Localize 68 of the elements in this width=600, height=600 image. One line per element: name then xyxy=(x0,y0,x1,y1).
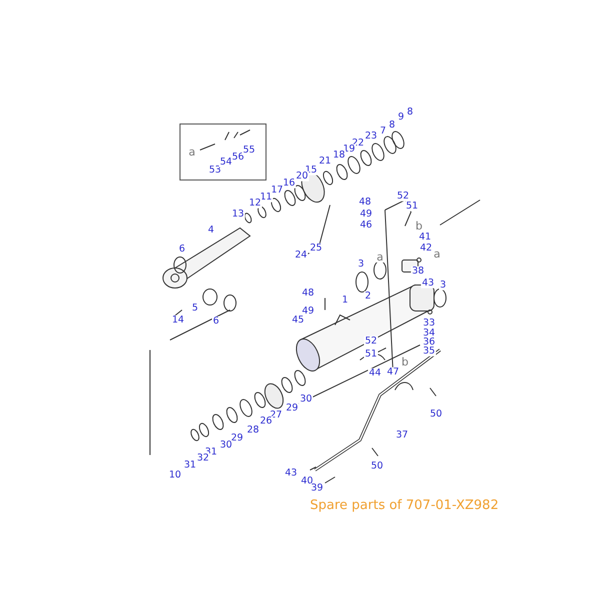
callout-number: 47 xyxy=(386,367,400,377)
callout-number: 11 xyxy=(258,192,274,202)
callout-number: 50 xyxy=(370,461,384,471)
callout-number: 21 xyxy=(318,156,332,166)
callout-number: 30 xyxy=(298,394,314,404)
callout-number: 17 xyxy=(270,185,284,195)
callout-number: 56 xyxy=(230,152,246,162)
callout-number: 41 xyxy=(418,232,432,242)
callout-number: 26 xyxy=(258,416,274,426)
callout-number: 12 xyxy=(248,198,262,208)
callout-number: 49 xyxy=(300,306,316,316)
callout-number: 32 xyxy=(196,453,210,463)
callout-number: 3 xyxy=(438,280,448,290)
callout-number: 14 xyxy=(170,315,186,325)
callout-number: 48 xyxy=(358,197,372,207)
callout-number: 10 xyxy=(168,470,182,480)
callout-number: 7 xyxy=(378,126,388,136)
callout-number: 40 xyxy=(300,476,314,486)
callout-number: 43 xyxy=(420,278,436,288)
callout-number: 25 xyxy=(308,243,324,253)
callout-number: a xyxy=(432,248,442,260)
callout-number: a xyxy=(188,146,196,158)
callout-number: 1 xyxy=(340,295,350,305)
callout-number: 2 xyxy=(364,291,372,301)
callout-number: 46 xyxy=(358,220,374,230)
callout-number: 9 xyxy=(396,112,406,122)
callout-number: 18 xyxy=(332,150,346,160)
callout-number: 52 xyxy=(364,336,378,346)
callout-number: 8 xyxy=(388,120,396,130)
callout-number: 6 xyxy=(178,244,186,254)
callout-number: 30 xyxy=(218,440,234,450)
callout-number: 44 xyxy=(368,368,382,378)
callout-number: 39 xyxy=(310,483,324,493)
caption: Spare parts of 707-01-XZ982 xyxy=(310,498,499,513)
callout-number: 13 xyxy=(230,209,246,219)
callout-number: b xyxy=(414,220,424,232)
callout-number: b xyxy=(400,356,410,368)
callout-number: 42 xyxy=(418,243,434,253)
callout-number: 23 xyxy=(364,131,378,141)
callout-number: 29 xyxy=(284,403,300,413)
callout-number: 45 xyxy=(290,315,306,325)
callout-number: 16 xyxy=(282,178,296,188)
callout-number: 6 xyxy=(212,316,220,326)
callout-number: 31 xyxy=(182,460,198,470)
callout-number: 51 xyxy=(364,349,378,359)
callout-number: 37 xyxy=(394,430,410,440)
callout-number: 3 xyxy=(356,259,366,269)
callout-number: 54 xyxy=(218,157,234,167)
callout-number: 53 xyxy=(208,165,222,175)
callout-number: 5 xyxy=(190,303,200,313)
callout-number: a xyxy=(376,252,384,262)
callout-number: 50 xyxy=(428,409,444,419)
callout-number: 49 xyxy=(358,209,374,219)
callout-number: 43 xyxy=(284,468,298,478)
callout-number: 33 xyxy=(422,318,436,328)
callout-number: 8 xyxy=(406,107,414,117)
callout-number: 51 xyxy=(404,201,420,211)
callout-number: 52 xyxy=(396,191,410,201)
callout-number: 24 xyxy=(294,250,308,260)
callout-number: 34 xyxy=(422,328,436,338)
callout-number: 48 xyxy=(300,288,316,298)
callout-number: 36 xyxy=(422,337,436,347)
callout-number: 38 xyxy=(410,266,426,276)
callout-number: 4 xyxy=(206,225,216,235)
callout-number: 55 xyxy=(242,145,256,155)
callout-number: 20 xyxy=(294,171,310,181)
callout-number: 28 xyxy=(246,425,260,435)
callout-number: 35 xyxy=(422,346,436,356)
